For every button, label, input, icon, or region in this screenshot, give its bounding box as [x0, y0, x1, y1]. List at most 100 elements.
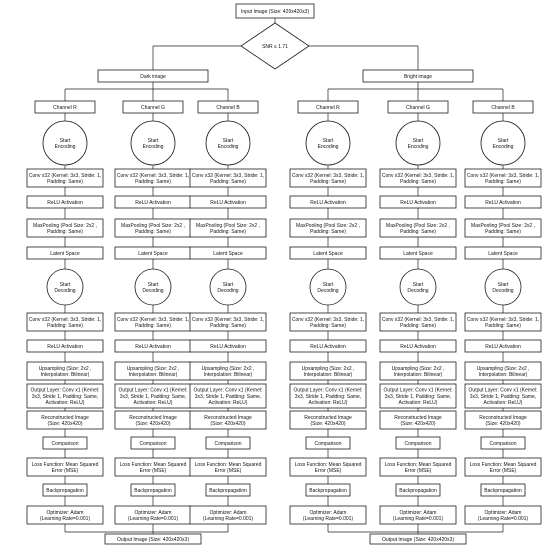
b0-c0-step-13	[42, 483, 88, 497]
b1-c2-step-4	[464, 246, 542, 260]
b1-c0-step-7-label: ReLU Activation	[310, 344, 346, 350]
b0-c0-step-10-label: Reconstructed Image(Size: 420x420)	[41, 415, 89, 427]
b0-c1-step-10-label: Reconstructed Image(Size: 420x420)	[129, 415, 177, 427]
b1-c0-step-3	[289, 218, 367, 238]
b0-c0-step-13-label: Backpropagation	[46, 488, 84, 494]
b0-c0-step-3-label: MaxPooling (Pool Size: 2x2 ,Padding: Sam…	[33, 223, 97, 235]
b0-c2-step-9-label: Output Layer: Conv x1 (Kernel:3x3, Strid…	[194, 388, 263, 406]
b0-c0-step-8-label: Upsampling (Size: 2x2 ,Interpolation: Bi…	[39, 366, 92, 378]
b1-c0-channel-box-label: Channel R	[316, 105, 340, 111]
b0-c0-step-7	[26, 339, 104, 353]
b0-c0-step-1-label: Conv x32 (Kernel: 3x3, Stride: 1,Padding…	[29, 173, 101, 185]
b0-c1-step-2-label: ReLU Activation	[135, 200, 171, 206]
b0-c0-step-12	[26, 457, 104, 477]
b0-c2-step-1-label: Conv x32 (Kernel: 3x3, Stride: 1,Padding…	[192, 173, 264, 185]
b0-c2-step-5	[209, 268, 247, 306]
b0-c2-step-6	[189, 312, 267, 332]
b0-c0-step-7-label: ReLU Activation	[47, 344, 83, 350]
output-image-box-1-label: Output Image (Size: 420x420x3)	[382, 537, 454, 543]
b0-c1-step-13-label: Backpropagation	[134, 488, 172, 494]
b1-c1-step-0	[395, 120, 441, 166]
b1-c0-step-13-label: Backpropagation	[309, 488, 347, 494]
b0-c2-step-3	[189, 218, 267, 238]
b0-c1-step-11	[130, 436, 176, 450]
b1-c2-step-1-label: Conv x32 (Kernel: 3x3, Stride: 1,Padding…	[467, 173, 539, 185]
connector-lines	[64, 18, 504, 534]
b1-c1-step-1	[379, 168, 457, 188]
b1-c0-step-2	[289, 195, 367, 209]
b0-c1-step-3-label: MaxPooling (Pool Size: 2x2 ,Padding: Sam…	[121, 223, 185, 235]
b0-c2-step-9	[189, 383, 267, 409]
b0-c2-step-8	[189, 361, 267, 381]
b1-c2-step-14-label: Optimizer: Adam(Learning Rate=0.001)	[478, 510, 529, 522]
b1-c1-step-3-label: MaxPooling (Pool Size: 2x2 ,Padding: Sam…	[386, 223, 450, 235]
b1-c0-step-6-label: Conv x32 (Kernel: 3x3, Stride: 1,Padding…	[292, 317, 364, 329]
b0-c2-step-4	[189, 246, 267, 260]
b1-c1-step-6-label: Conv x32 (Kernel: 3x3, Stride: 1,Padding…	[382, 317, 454, 329]
b1-c1-step-2-label: ReLU Activation	[400, 200, 436, 206]
b0-c0-step-10	[26, 410, 104, 430]
b1-c0-step-6	[289, 312, 367, 332]
b1-c1-step-2	[379, 195, 457, 209]
b1-c1-step-10-label: Reconstructed Image(Size: 420x420)	[394, 415, 442, 427]
b0-c0-step-0	[42, 120, 88, 166]
b1-c0-step-5	[309, 268, 347, 306]
b0-c2-step-4-label: Latent Space	[213, 251, 243, 257]
b1-c1-step-11-label: Comparison	[405, 441, 432, 447]
b0-c1-step-4-label: Latent Space	[138, 251, 168, 257]
b1-c0-step-8-label: Upsampling (Size: 2x2 ,Interpolation: Bi…	[302, 366, 355, 378]
output-image-box-0	[104, 533, 202, 545]
b0-c2-step-12	[189, 457, 267, 477]
b1-c2-step-11-label: Comparison	[490, 441, 517, 447]
b1-c0-step-1	[289, 168, 367, 188]
b1-c1-channel-box-label: Channel G	[406, 105, 430, 111]
b1-c2-step-2	[464, 195, 542, 209]
b0-c0-step-2-label: ReLU Activation	[47, 200, 83, 206]
b1-c1-step-4	[379, 246, 457, 260]
b0-c2-step-11	[205, 436, 251, 450]
b1-c0-step-13	[305, 483, 351, 497]
b0-c0-channel-box	[34, 100, 96, 114]
b1-c2-step-12	[464, 457, 542, 477]
b0-c1-step-8-label: Upsampling (Size: 2x2 ,Interpolation: Bi…	[127, 366, 180, 378]
b1-c0-step-8	[289, 361, 367, 381]
b1-c0-channel-box	[297, 100, 359, 114]
b0-c1-channel-box-label: Channel G	[141, 105, 165, 111]
branch-box-1-label: Bright image	[404, 74, 432, 80]
b1-c0-step-10-label: Reconstructed Image(Size: 420x420)	[304, 415, 352, 427]
b0-c1-step-13	[130, 483, 176, 497]
b1-c1-channel-box	[387, 100, 449, 114]
b0-c0-step-6-label: Conv x32 (Kernel: 3x3, Stride: 1,Padding…	[29, 317, 101, 329]
b1-c0-step-2-label: ReLU Activation	[310, 200, 346, 206]
b0-c1-step-6-label: Conv x32 (Kernel: 3x3, Stride: 1,Padding…	[117, 317, 189, 329]
b0-c0-step-5	[46, 268, 84, 306]
b0-c2-step-3-label: MaxPooling (Pool Size: 2x2 ,Padding: Sam…	[196, 223, 260, 235]
b1-c1-step-14-label: Optimizer: Adam(Learning Rate=0.001)	[393, 510, 444, 522]
b1-c0-step-1-label: Conv x32 (Kernel: 3x3, Stride: 1,Padding…	[292, 173, 364, 185]
b1-c0-step-14-label: Optimizer: Adam(Learning Rate=0.001)	[303, 510, 354, 522]
b0-c0-step-11-label: Comparison	[52, 441, 79, 447]
b0-c0-step-3	[26, 218, 104, 238]
b1-c2-step-8	[464, 361, 542, 381]
branch-box-0	[97, 69, 209, 83]
b0-c2-step-2-label: ReLU Activation	[210, 200, 246, 206]
b1-c2-step-8-label: Upsampling (Size: 2x2 ,Interpolation: Bi…	[477, 366, 530, 378]
b1-c2-step-4-label: Latent Space	[488, 251, 518, 257]
b1-c2-step-1	[464, 168, 542, 188]
b1-c2-step-10	[464, 410, 542, 430]
b0-c2-step-6-label: Conv x32 (Kernel: 3x3, Stride: 1,Padding…	[192, 317, 264, 329]
b0-c0-step-11	[42, 436, 88, 450]
b0-c1-step-14-label: Optimizer: Adam(Learning Rate=0.001)	[128, 510, 179, 522]
